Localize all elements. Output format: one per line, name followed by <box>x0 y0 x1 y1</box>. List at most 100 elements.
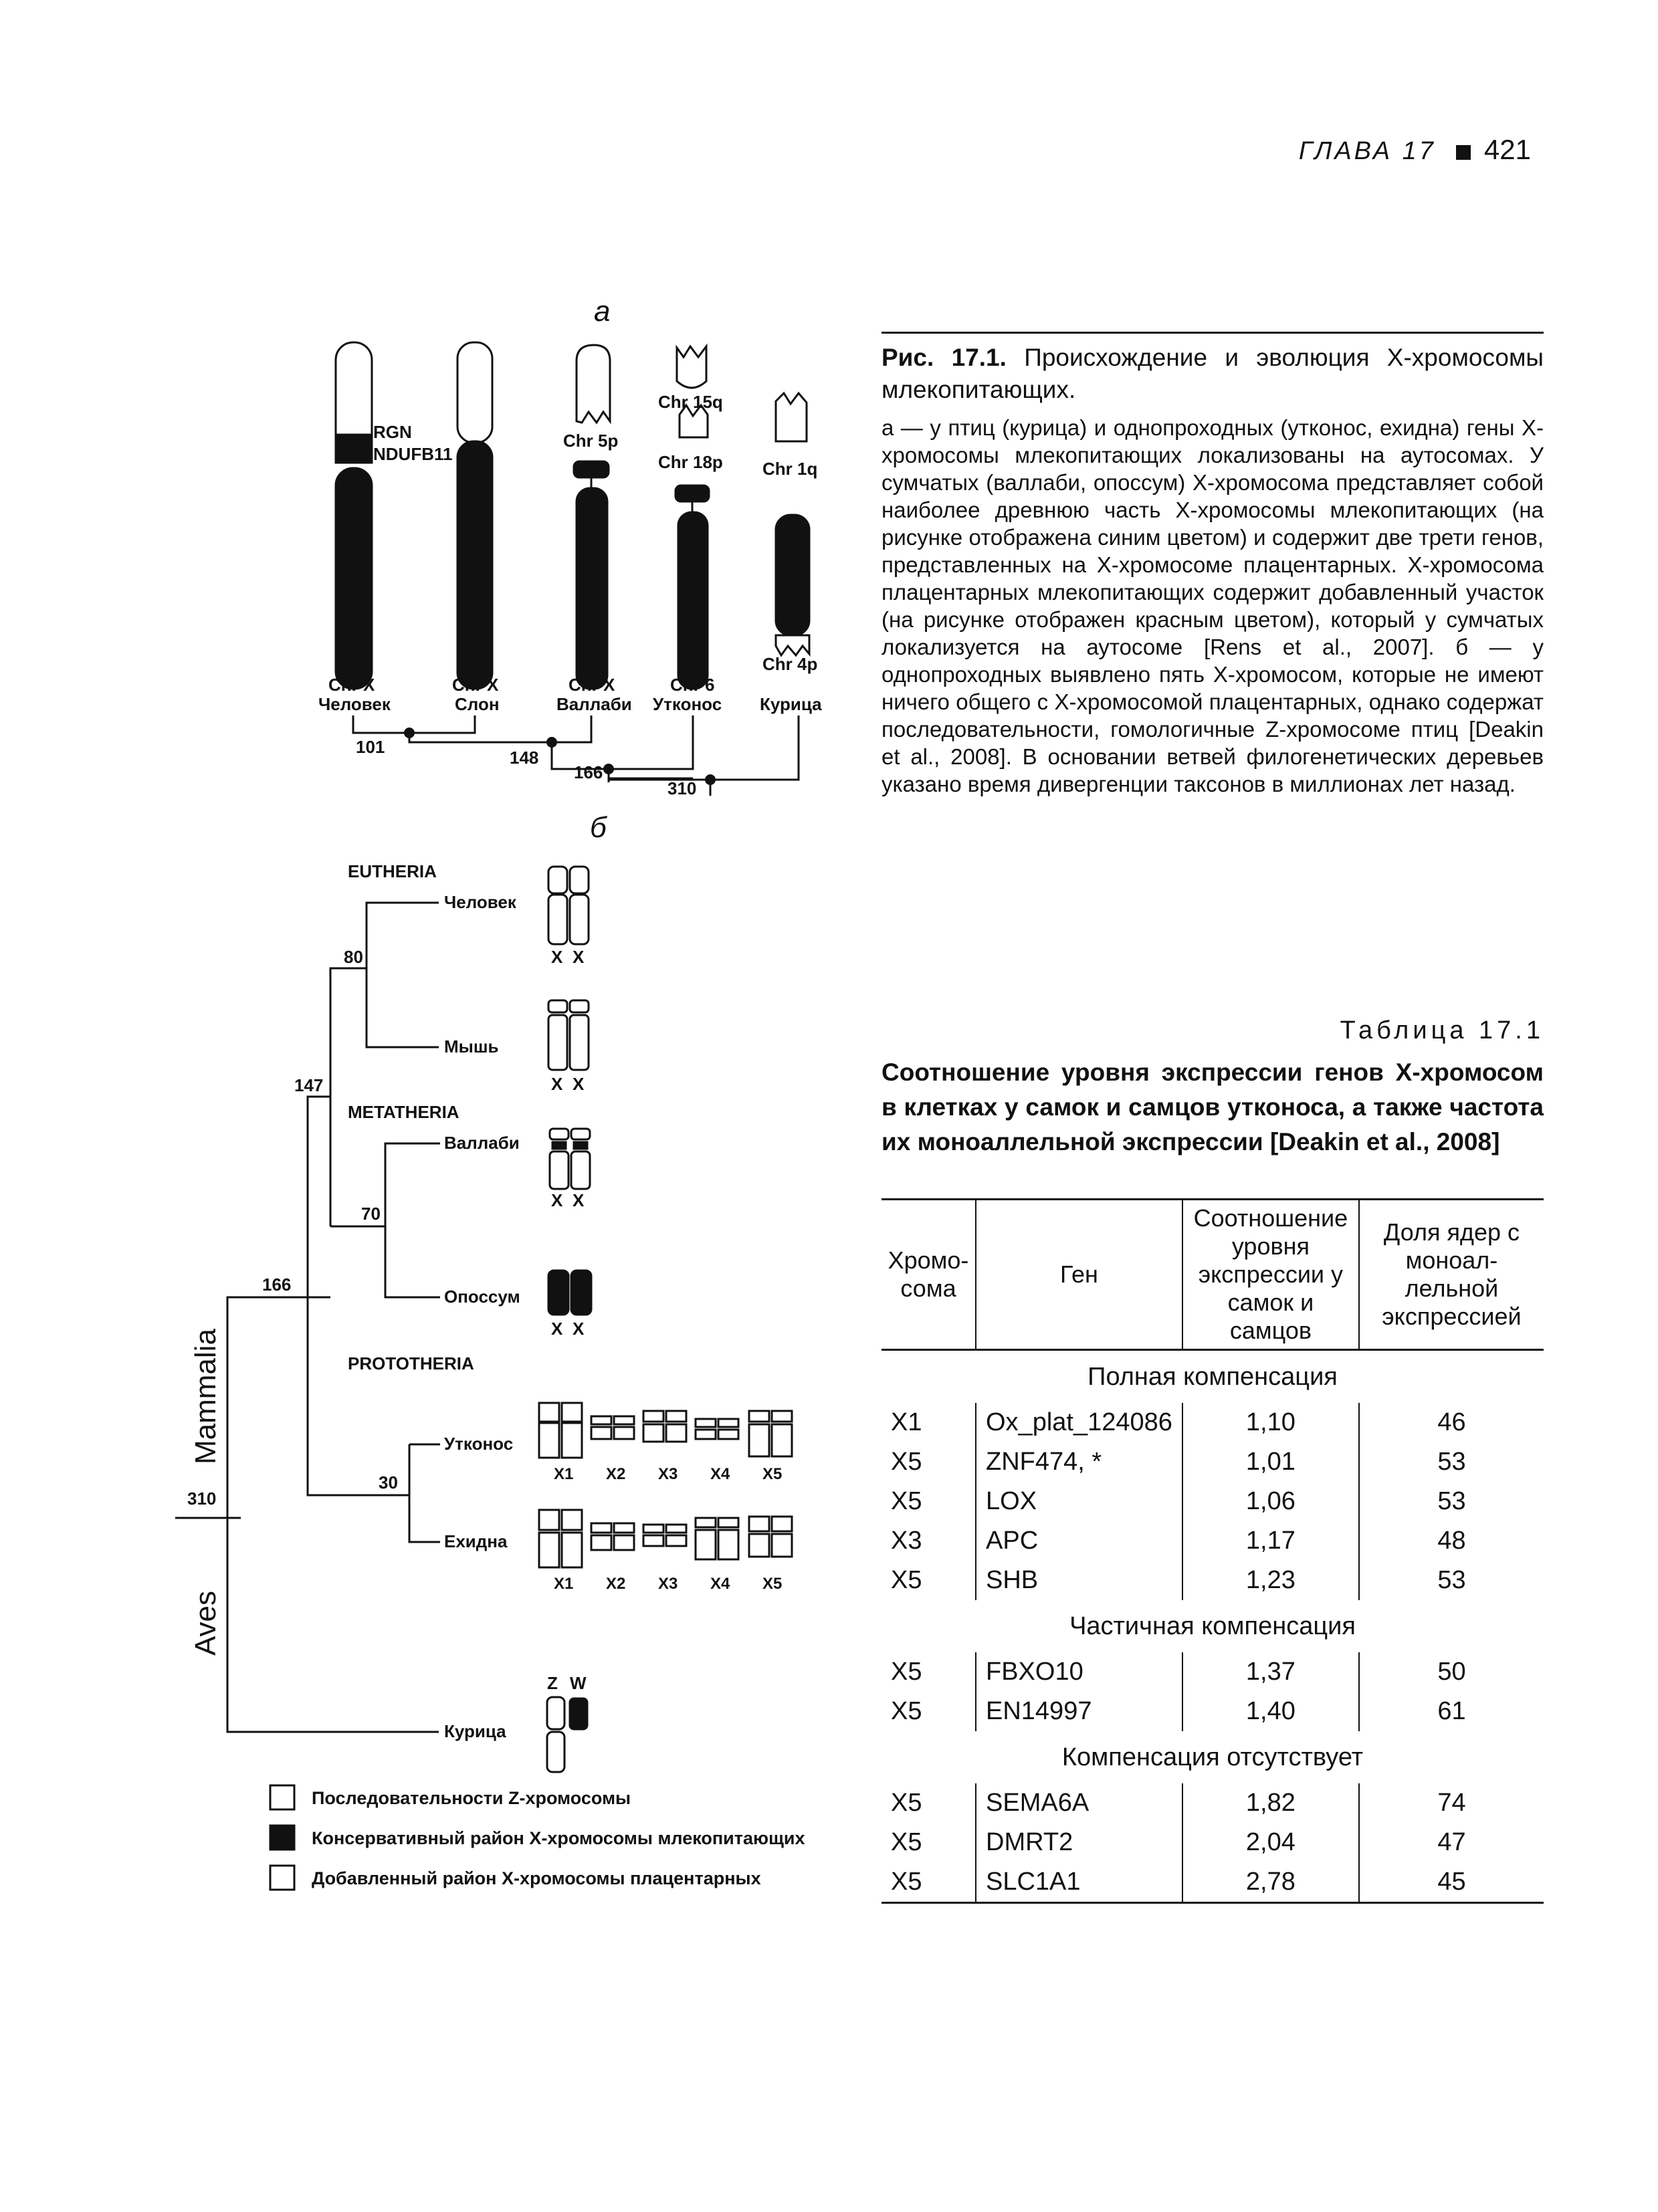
cell-mono: 48 <box>1358 1521 1544 1561</box>
legend <box>269 1784 296 1891</box>
node-70: 70 <box>361 1204 381 1224</box>
cell-ratio: 1,23 <box>1181 1561 1359 1600</box>
x-label-wallaby-2: X <box>573 1190 585 1210</box>
table-section-row: Частичная компенсация <box>882 1600 1544 1652</box>
group-metatheria: METATHERIA <box>348 1102 459 1122</box>
separator-square-icon <box>1455 144 1471 160</box>
cell-chromosome: X5 <box>882 1862 976 1904</box>
node-147: 147 <box>294 1075 323 1095</box>
cell-chromosome: X5 <box>891 1566 922 1594</box>
cell-gene: FBXO10 <box>975 1652 1182 1692</box>
cell-ratio: 1,82 <box>1181 1783 1359 1823</box>
karyotype-mouse <box>547 999 590 1071</box>
karyotype-opossum <box>547 1269 593 1316</box>
divergence-148: 148 <box>510 748 538 768</box>
cell-gene: SHB <box>975 1561 1182 1600</box>
cell-ratio: 2,04 <box>1181 1823 1359 1862</box>
gene-label-ndufb11: NDUFB11 <box>373 444 452 464</box>
chromosome-wallaby <box>573 344 611 690</box>
tree-b <box>226 901 440 1733</box>
x2-platypus: X2 <box>606 1465 625 1483</box>
x-label-mouse-2: X <box>573 1074 585 1094</box>
cell-mono: 45 <box>1358 1862 1544 1904</box>
species-label-human: Человек <box>318 694 391 714</box>
cell-chromosome: X5 <box>891 1448 922 1476</box>
cell-gene: EN14997 <box>975 1692 1182 1731</box>
group-eutheria: EUTHERIA <box>348 861 437 881</box>
caption-body: а — у птиц (курица) и однопроходных (утк… <box>882 415 1544 796</box>
cell-gene: SEMA6A <box>975 1783 1182 1823</box>
chromosome-chicken <box>774 391 811 657</box>
species-label-wallaby: Валлаби <box>556 694 632 714</box>
cell-mono: 74 <box>1358 1783 1544 1823</box>
caption-title-text: Происхождение и эволюция Х-хромосомы мле… <box>882 344 1544 403</box>
node-310: 310 <box>187 1488 216 1509</box>
clade-aves: Aves <box>189 1591 222 1656</box>
x-label-opossum-1: X <box>551 1319 563 1339</box>
species-label-chicken: Курица <box>760 694 822 714</box>
chr-label-platypus: Chr 6 <box>670 675 714 695</box>
species-label-elephant: Слон <box>455 694 500 714</box>
species-opossum: Опоссум <box>444 1287 520 1307</box>
node-30: 30 <box>379 1472 398 1492</box>
group-prototheria: PROTOTHERIA <box>348 1353 474 1373</box>
legend-swatch-added <box>269 1864 296 1891</box>
karyotype-echidna <box>538 1509 793 1569</box>
species-echidna: Ехидна <box>444 1531 508 1551</box>
chr-label-elephant: Chr X <box>452 675 499 695</box>
cell-ratio: 1,17 <box>1181 1521 1359 1561</box>
legend-swatch-conserved <box>269 1824 296 1851</box>
panel-b-label: б <box>590 811 608 844</box>
species-mouse: Мышь <box>444 1036 499 1057</box>
x-label-human-2: X <box>573 947 585 967</box>
header-mono: Доля ядер с моноал-лельной экспрессией <box>1358 1198 1544 1351</box>
table-section-title: Частичная компенсация <box>1069 1612 1356 1640</box>
chromosome-human-x <box>334 341 373 690</box>
cell-ratio: 1,37 <box>1181 1652 1359 1692</box>
table-section-row: Компенсация отсутствует <box>882 1731 1544 1783</box>
chr-label-wallaby: Chr X <box>568 675 615 695</box>
panel-a-label: а <box>594 295 610 328</box>
caption-title: Рис. 17.1. Происхождение и эволюция Х-хр… <box>882 332 1544 406</box>
table-title: Соотношение уровня экспрессии генов Х-хр… <box>882 1059 1544 1155</box>
gene-label-rgn: RGN <box>373 422 412 442</box>
species-wallaby: Валлаби <box>444 1133 520 1153</box>
divergence-310: 310 <box>667 778 696 798</box>
species-human: Человек <box>444 892 517 912</box>
chr-label-1q: Chr 1q <box>762 459 817 479</box>
chr-label-15q: Chr 15q <box>658 392 723 412</box>
table-section-title: Компенсация отсутствует <box>1061 1743 1364 1771</box>
cell-chromosome: X5 <box>891 1828 922 1856</box>
karyotype-chicken <box>546 1696 589 1773</box>
node-80: 80 <box>344 947 363 967</box>
x-label-mouse-1: X <box>551 1074 563 1094</box>
figure-caption: Рис. 17.1. Происхождение и эволюция Х-хр… <box>882 332 1544 798</box>
clade-mammalia: Mammalia <box>189 1329 222 1464</box>
divergence-166: 166 <box>574 762 603 782</box>
table-section-title: Полная компенсация <box>1087 1362 1338 1391</box>
cell-mono: 53 <box>1358 1561 1544 1600</box>
x1-platypus: X1 <box>554 1465 573 1483</box>
karyotype-human <box>547 865 590 946</box>
header-chromosome: Хромо-сома <box>882 1198 976 1351</box>
cell-mono: 47 <box>1358 1823 1544 1862</box>
cell-gene: LOX <box>975 1482 1182 1521</box>
chromosome-elephant-x <box>456 341 494 690</box>
x-label-wallaby-1: X <box>551 1190 563 1210</box>
x5-echidna: X5 <box>762 1575 782 1593</box>
cell-ratio: 2,78 <box>1181 1862 1359 1904</box>
x3-echidna: X3 <box>658 1575 678 1593</box>
tree-a <box>352 715 800 796</box>
chromosome-platypus <box>674 343 710 690</box>
tree-a-nodes <box>404 728 716 785</box>
cell-gene: ZNF474, * <box>975 1442 1182 1482</box>
x-label-opossum-2: X <box>573 1319 585 1339</box>
